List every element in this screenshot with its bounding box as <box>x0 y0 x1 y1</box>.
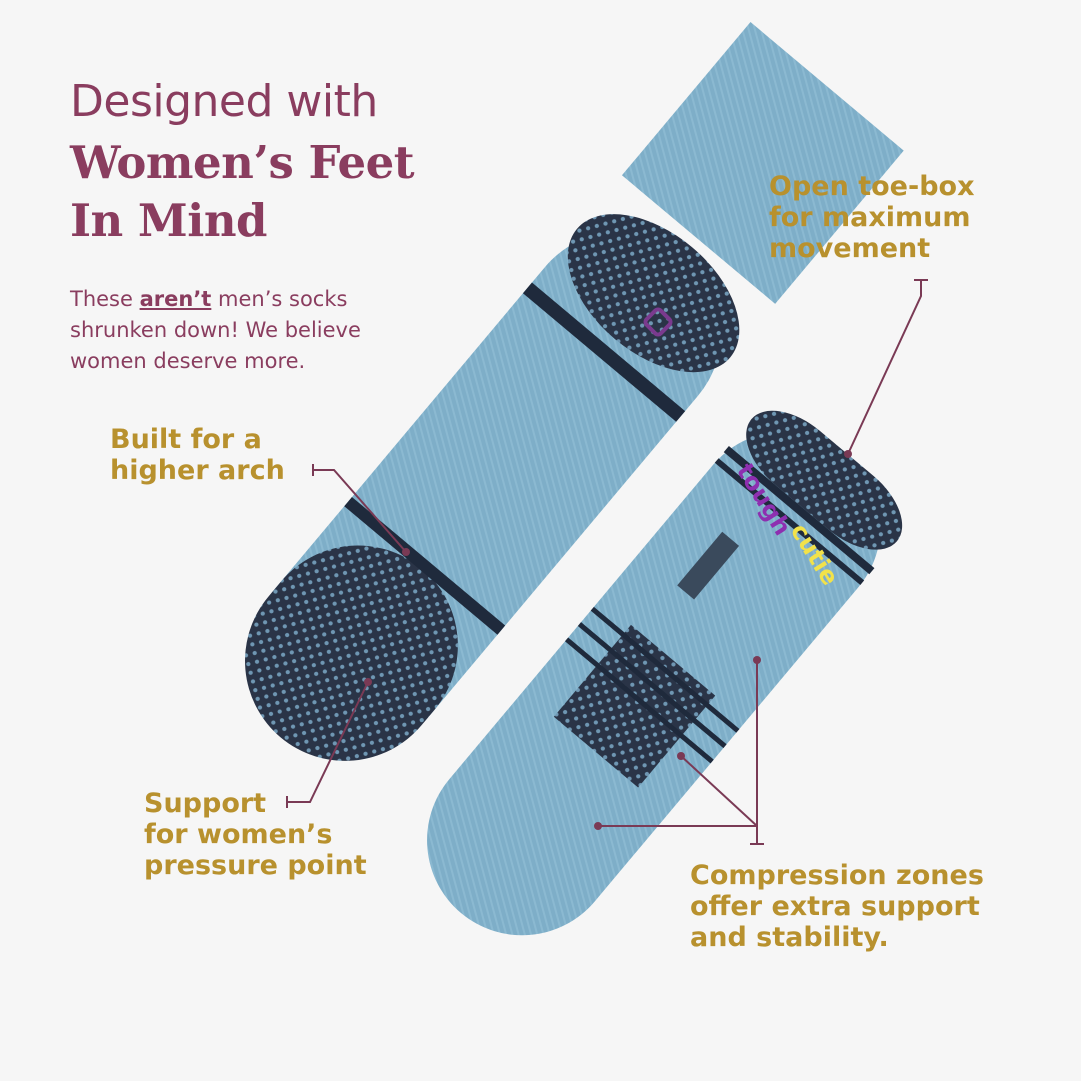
left-sock-band-2 <box>344 497 506 635</box>
callout-compression: Compression zones offer extra support an… <box>690 860 984 953</box>
intro-before: These <box>70 287 140 311</box>
left-sock-heel <box>567 214 740 373</box>
left-sock-band-1 <box>522 282 686 422</box>
callout-compression-line-2: offer extra support <box>690 891 980 922</box>
right-sock-stripe-1 <box>590 606 740 733</box>
intro-text: These aren’t men’s socks shrunken down! … <box>70 284 410 377</box>
compression-leader-2 <box>680 755 758 827</box>
intro-emphasis: aren’t <box>139 287 212 311</box>
right-sock-toe-line-1 <box>723 445 875 575</box>
compression-dot-3 <box>594 822 602 830</box>
callout-toe-line-1: Open toe-box <box>769 171 975 202</box>
callout-compression-line-3: and stability. <box>690 922 889 953</box>
compression-dot-1 <box>753 656 761 664</box>
callout-compression-line-1: Compression zones <box>690 860 984 891</box>
callout-pressure-line-1: Support <box>144 788 267 819</box>
right-sock-toe <box>746 410 903 550</box>
compression-dot-2 <box>677 752 685 760</box>
callout-pressure-line-2: for women’s <box>144 819 333 850</box>
callout-pressure-line-3: pressure point <box>144 850 367 881</box>
callout-toe: Open toe-box for maximum movement <box>769 171 974 264</box>
left-sock-cuff <box>621 22 904 304</box>
arch-dot <box>402 548 410 556</box>
callout-arch-line-1: Built for a <box>110 424 262 455</box>
callout-toe-line-2: for maximum <box>769 202 971 233</box>
right-sock-stripe-2 <box>577 622 727 749</box>
right-sock-toe-line-2 <box>714 458 865 585</box>
leader-dots <box>364 450 852 830</box>
right-sock-stripe-3 <box>564 637 714 764</box>
left-sock-logo-icon <box>643 307 673 337</box>
arch-leader <box>312 464 407 553</box>
right-sock-compression-panel <box>553 624 716 788</box>
headline-line-1: Designed with <box>70 76 378 127</box>
pressure-leader <box>286 681 369 808</box>
toe-dot <box>844 450 852 458</box>
intro-after: men’s socks shrunken down! We believe wo… <box>70 287 361 373</box>
callout-pressure: Support for women’s pressure point <box>144 788 367 881</box>
left-sock <box>245 22 904 761</box>
left-sock-toe <box>245 545 458 761</box>
callout-arch-line-2: higher arch <box>110 455 285 486</box>
toe-leader <box>847 279 928 455</box>
callout-arch: Built for a higher arch <box>110 424 285 486</box>
right-sock-grip-bar <box>677 531 740 600</box>
headline-line-3: In Mind <box>70 194 268 247</box>
headline-line-2: Women’s Feet <box>70 136 415 189</box>
pressure-dot <box>364 678 372 686</box>
leader-lines <box>286 279 928 845</box>
right-sock <box>427 410 903 936</box>
callout-toe-line-3: movement <box>769 233 931 264</box>
